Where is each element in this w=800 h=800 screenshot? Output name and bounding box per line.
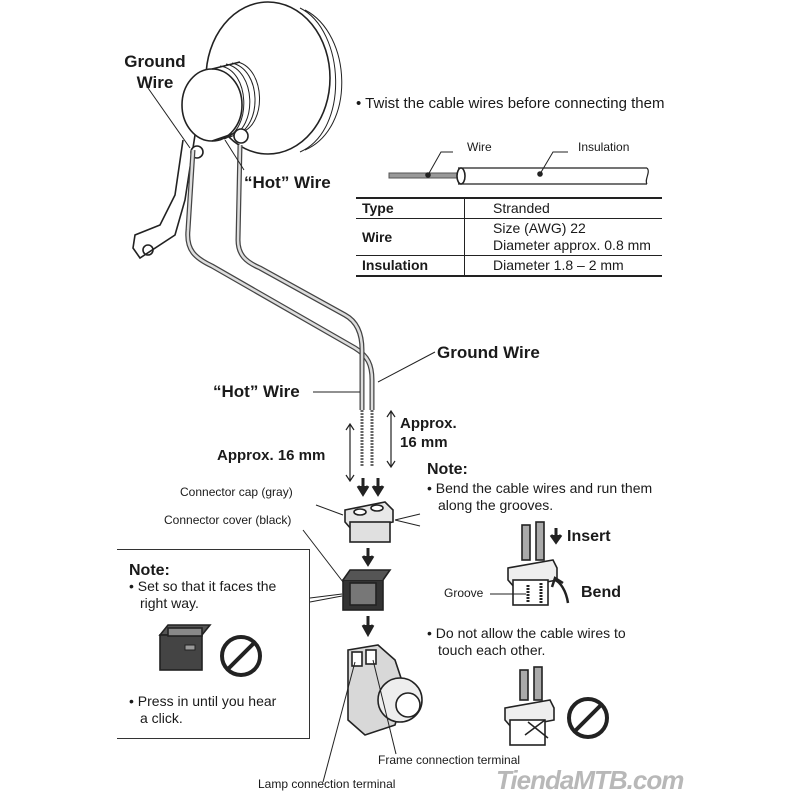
spec-value-wire: Size (AWG) 22 Diameter approx. 0.8 mm — [465, 219, 663, 256]
bend-label: Bend — [581, 584, 621, 601]
note-left-title: Note: — [129, 562, 170, 579]
twist-instruction: • Twist the cable wires before connectin… — [356, 95, 665, 112]
cable-insulation-label: Insulation — [578, 140, 630, 154]
spec-row-type: Type Stranded — [356, 198, 662, 219]
note-left-bullet2-line2: a click. — [140, 710, 183, 726]
lamp-terminal-drawing — [347, 644, 423, 736]
spec-value-type: Stranded — [493, 200, 550, 216]
note-left-bullet1-line1: • Set so that it faces the — [129, 578, 277, 594]
cable-cross-section-drawing — [388, 151, 649, 185]
hot-wire-label-top: “Hot” Wire — [244, 173, 331, 192]
note-right-bullet1-line2: along the grooves. — [438, 497, 554, 513]
ground-wire-label-line1: Ground — [124, 52, 186, 71]
insert-label: Insert — [567, 528, 611, 545]
watermark-logo: TiendaMTB.com — [496, 765, 684, 795]
note-right-bullet2: • Do not allow the cable wires to touch … — [427, 625, 626, 659]
mount-bracket — [132, 134, 196, 260]
spec-header-insulation: Insulation — [356, 255, 465, 276]
spec-header-type: Type — [356, 198, 465, 219]
wrong-orientation-cover-drawing — [158, 624, 212, 671]
cable-wire-label: Wire — [467, 140, 492, 154]
touching-wires-connector-drawing — [504, 666, 555, 746]
note-left-bullet1-line2: right way. — [140, 595, 199, 611]
spec-value-insulation: Diameter 1.8 – 2 mm — [493, 257, 624, 273]
prohibited-icon-left — [220, 635, 262, 677]
spec-row-insulation: Insulation Diameter 1.8 – 2 mm — [356, 255, 662, 276]
groove-label: Groove — [444, 586, 484, 600]
spec-header-wire: Wire — [356, 218, 465, 256]
dimension-left — [345, 422, 355, 483]
note-right: Note: • Bend the cable wires and run the… — [427, 459, 652, 514]
strip-length-label-right: Approx. 16 mm — [400, 414, 457, 452]
ground-wire-label-line2: Wire — [136, 73, 174, 92]
prohibited-icon-right — [567, 697, 609, 739]
note-right-bullet2-line1: • Do not allow the cable wires to — [427, 625, 626, 641]
spec-value-wire-diameter: Diameter approx. 0.8 mm — [493, 237, 651, 253]
dimension-right — [386, 409, 396, 469]
spec-value-wire-size: Size (AWG) 22 — [493, 220, 586, 236]
connector-cap-drawing — [344, 501, 394, 543]
note-left-bullet2-line1: • Press in until you hear — [129, 693, 277, 709]
strip-length-label-left: Approx. 16 mm — [217, 447, 326, 464]
connector-cover-drawing — [342, 569, 392, 611]
lamp-rim — [299, 7, 337, 153]
note-left-box: Note: • Set so that it faces the right w… — [117, 549, 310, 739]
connector-cover-label: Connector cover (black) — [164, 513, 292, 527]
ground-wire-label-mid: Ground Wire — [437, 343, 540, 362]
groove-connector-drawing — [507, 521, 558, 606]
note-right-bullet1-line1: • Bend the cable wires and run them — [427, 480, 653, 496]
hot-wire-label-mid: “Hot” Wire — [213, 382, 300, 401]
note-right-title: Note: — [427, 461, 468, 478]
lamp-terminal-label: Lamp connection terminal — [258, 777, 396, 791]
wire-spec-table: Type Stranded Wire Size (AWG) 22 Diamete… — [356, 197, 662, 277]
note-right-bullet2-line2: touch each other. — [438, 642, 546, 658]
strip-length-right-line1: Approx. — [400, 415, 457, 432]
ground-wire-label-top: Ground Wire — [121, 51, 189, 93]
strip-length-right-line2: 16 mm — [400, 434, 448, 451]
lamp-body — [181, 61, 260, 142]
spec-row-wire: Wire Size (AWG) 22 Diameter approx. 0.8 … — [356, 218, 663, 256]
connector-cap-label: Connector cap (gray) — [180, 485, 293, 499]
frame-terminal-label: Frame connection terminal — [378, 753, 521, 767]
